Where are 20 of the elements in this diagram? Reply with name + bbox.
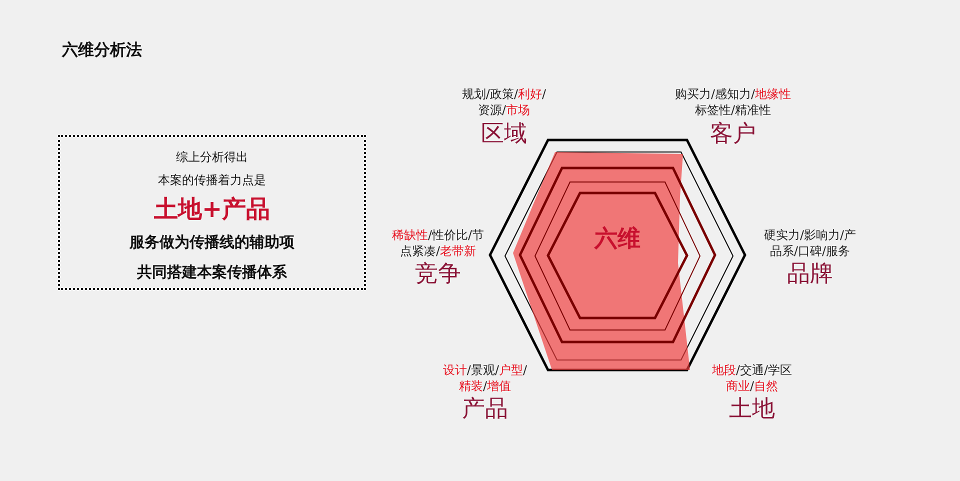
- keyword-list: 硬实力/影响力/产品系/口碑/服务: [760, 227, 860, 259]
- dimension-name: 客户: [710, 120, 756, 149]
- center-label: 六维: [593, 225, 642, 254]
- note-text: 本案的传播着力点是: [157, 172, 267, 189]
- title: 六维分析法: [62, 40, 142, 61]
- dimension-name: 区域: [481, 120, 527, 149]
- keyword-list: 规划/政策/利好/资源/市场: [456, 86, 552, 118]
- note-text: 共同搭建本案传播体系: [136, 263, 288, 282]
- highlight-text: 土地+产品: [152, 194, 272, 225]
- dimension-name: 土地: [729, 395, 775, 424]
- dimension-name: 竞争: [415, 260, 461, 289]
- note-text: 服务做为传播线的辅助项: [128, 233, 296, 252]
- dimension-name: 产品: [462, 395, 508, 424]
- dotted-note-box: [58, 135, 366, 290]
- keyword-list: 地段/交通/学区商业/自然: [709, 362, 795, 394]
- note-text: 综上分析得出: [175, 149, 249, 166]
- dimension-name: 品牌: [787, 260, 833, 289]
- keyword-list: 设计/景观/户型/精装/增值: [441, 362, 529, 394]
- keyword-list: 购买力/感知力/地缘性标签性/精准性: [673, 86, 793, 118]
- keyword-list: 稀缺性/性价比/节点紧凑/老带新: [388, 227, 488, 259]
